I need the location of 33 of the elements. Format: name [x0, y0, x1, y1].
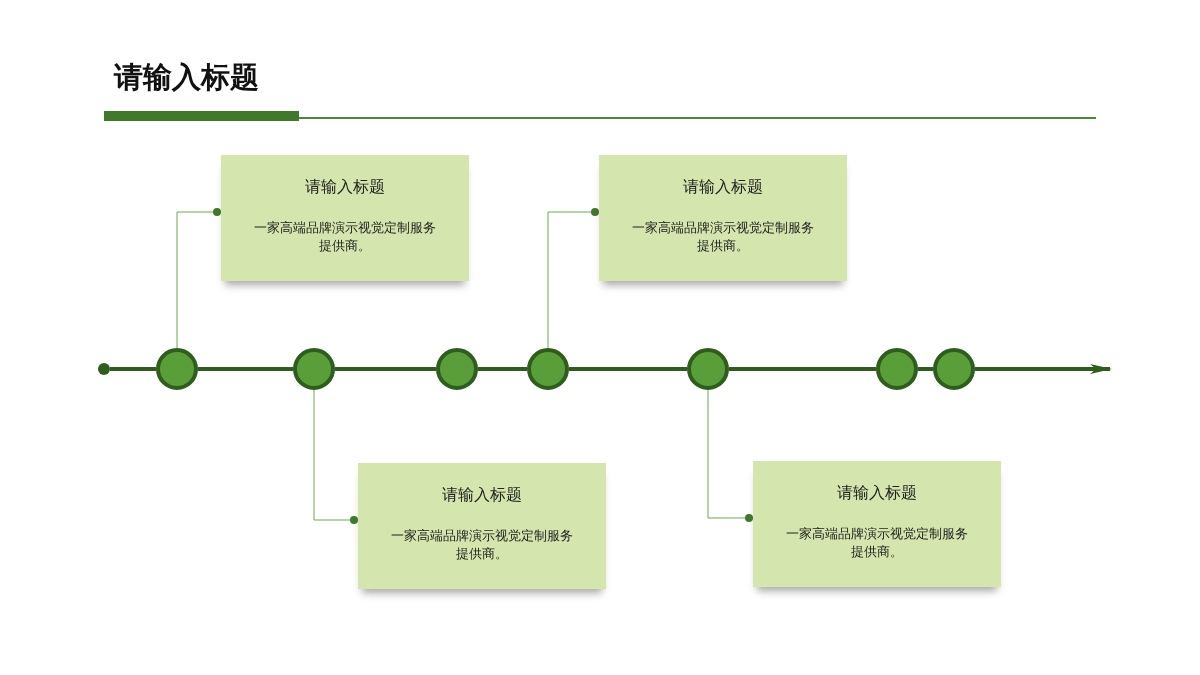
timeline-circle [293, 348, 335, 390]
card-text: 一家高端品牌演示视觉定制服务提供商。 [631, 219, 815, 255]
card-text: 一家高端品牌演示视觉定制服务提供商。 [785, 525, 969, 561]
timeline-line [729, 367, 876, 371]
leader-line [547, 208, 599, 349]
timeline-circle [687, 348, 729, 390]
leader-line [707, 389, 753, 522]
timeline-circle [436, 348, 478, 390]
card-heading: 请输入标题 [836, 483, 918, 504]
leader-line [176, 208, 221, 349]
card-heading: 请输入标题 [682, 177, 764, 198]
timeline-line [478, 367, 527, 371]
card-text: 一家高端品牌演示视觉定制服务提供商。 [390, 527, 574, 563]
timeline-line [198, 367, 293, 371]
card-heading: 请输入标题 [304, 177, 386, 198]
timeline-circle [933, 348, 975, 390]
timeline-circle [527, 348, 569, 390]
timeline-line [975, 364, 1112, 374]
start-dot [98, 363, 110, 375]
text-card [221, 155, 469, 281]
leader-line [313, 389, 358, 524]
timeline-line [569, 367, 687, 371]
timeline-circle [876, 348, 918, 390]
text-card [358, 463, 606, 589]
timeline-circle [156, 348, 198, 390]
text-card [599, 155, 847, 281]
text-card [753, 461, 1001, 587]
timeline-line [918, 367, 933, 371]
timeline-line [110, 367, 156, 371]
title: 请输入标题 [114, 59, 259, 96]
card-heading: 请输入标题 [441, 485, 523, 506]
timeline-line [335, 367, 436, 371]
card-text: 一家高端品牌演示视觉定制服务提供商。 [253, 219, 437, 255]
